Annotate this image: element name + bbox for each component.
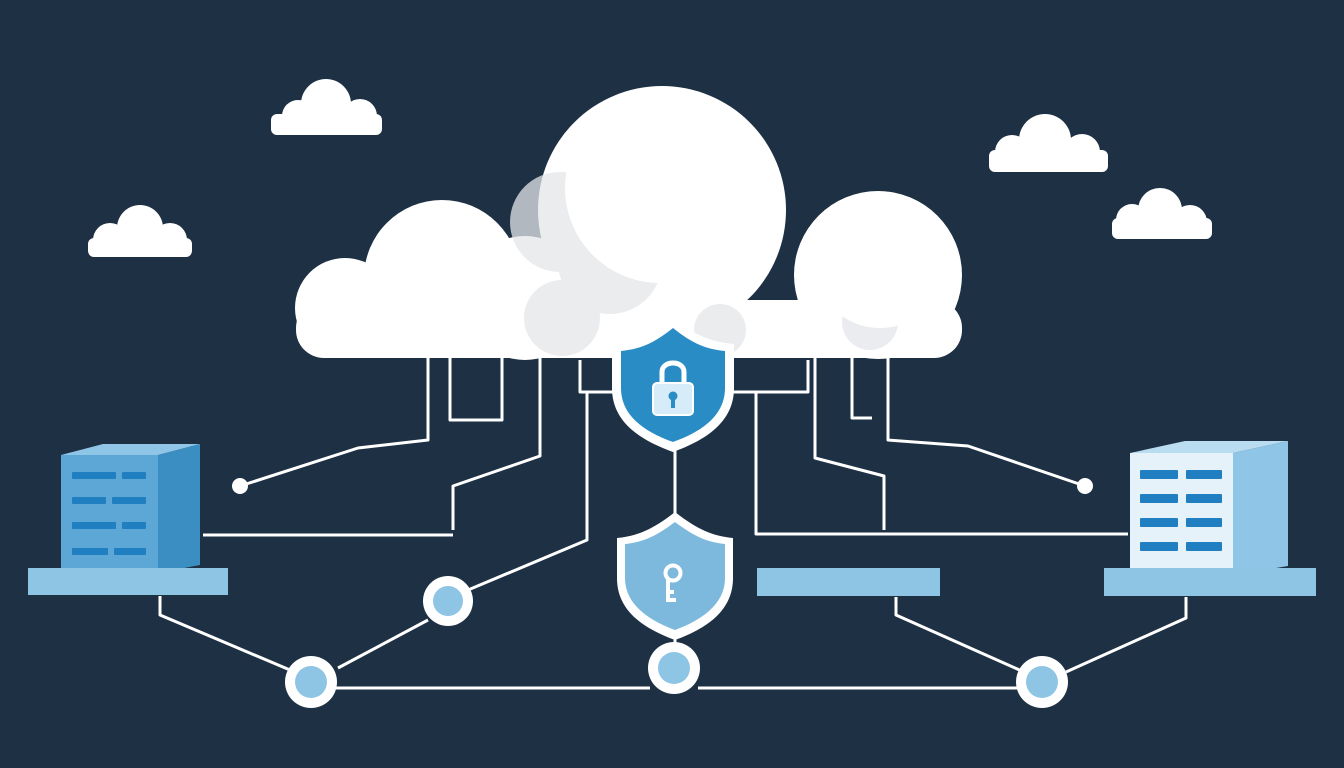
platform-center <box>757 568 940 596</box>
network-node-icon <box>648 642 700 694</box>
small-cloud-right <box>1112 188 1212 239</box>
line-right-node-to-cloud <box>886 358 1086 488</box>
network-node-icon <box>1016 656 1068 708</box>
server-platform-right <box>1104 568 1316 596</box>
endpoint-dot-right <box>1077 478 1093 494</box>
line-right-platform-to-node <box>1065 597 1188 674</box>
server-icon-left <box>28 444 228 595</box>
small-cloud-top-right <box>989 114 1108 172</box>
shield-lock-icon <box>612 318 734 452</box>
line-left-u-loop <box>448 358 504 422</box>
line-right-hook <box>850 358 872 420</box>
small-cloud-left <box>88 205 192 257</box>
line-right-center <box>813 358 886 530</box>
line-cloud-to-node-1 <box>467 392 589 592</box>
line-left-node-to-cloud <box>239 358 430 488</box>
line-right-server-connector <box>754 392 1128 536</box>
line-left-platform-to-node <box>158 596 291 672</box>
network-node-icon <box>285 656 337 708</box>
endpoint-dot-left <box>232 478 248 494</box>
line-to-shield-left <box>578 360 615 394</box>
shield-key-icon <box>617 512 733 640</box>
line-left-center <box>451 358 542 530</box>
line-node-to-node <box>337 618 429 670</box>
main-cloud-icon <box>295 86 962 360</box>
server-icon-right <box>1104 441 1316 596</box>
small-cloud-top-left <box>271 79 382 135</box>
line-center-platform-to-node <box>894 597 1025 674</box>
network-node-icon <box>423 576 473 626</box>
server-platform-left <box>28 568 228 595</box>
